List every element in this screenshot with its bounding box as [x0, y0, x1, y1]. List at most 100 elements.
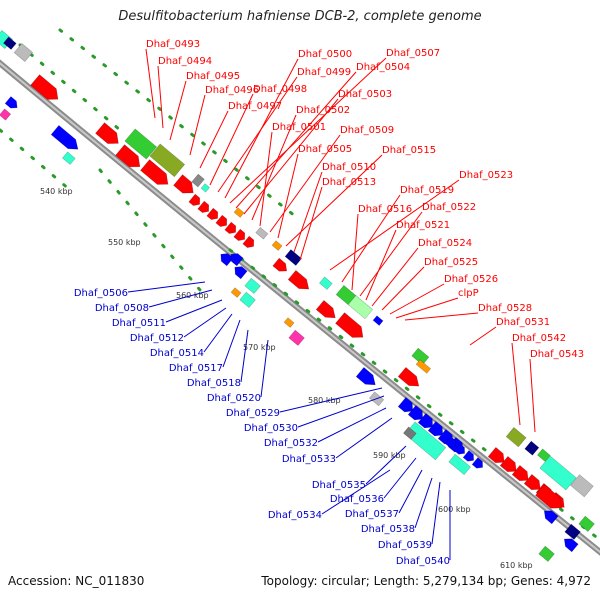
gene-label-dhaf-0507[interactable]: Dhaf_0507 [386, 48, 440, 59]
leader-line [511, 342, 521, 426]
gene-feature [149, 143, 186, 178]
gene-label-dhaf-0528[interactable]: Dhaf_0528 [478, 303, 532, 314]
gene-labels: Dhaf_0493Dhaf_0494Dhaf_0495Dhaf_0496Dhaf… [74, 39, 584, 567]
gene-label-dhaf-0542[interactable]: Dhaf_0542 [512, 333, 566, 344]
leader-line [157, 65, 164, 129]
leader-line [371, 247, 419, 307]
gene-label-dhaf-0512[interactable]: Dhaf_0512 [130, 333, 184, 344]
gene-label-dhaf-0524[interactable]: Dhaf_0524 [418, 238, 472, 249]
gene-label-dhaf-0498[interactable]: Dhaf_0498 [253, 84, 307, 95]
gene-label-dhaf-0508[interactable]: Dhaf_0508 [95, 303, 149, 314]
gene-feature [272, 257, 288, 272]
gene-feature [427, 420, 444, 437]
gene-label-dhaf-0510[interactable]: Dhaf_0510 [322, 162, 376, 173]
gene-label-dhaf-0526[interactable]: Dhaf_0526 [444, 274, 498, 285]
gene-label-dhaf-0501[interactable]: Dhaf_0501 [272, 122, 326, 133]
gene-label-dhaf-0494[interactable]: Dhaf_0494 [158, 56, 212, 67]
gene-label-dhaf-0531[interactable]: Dhaf_0531 [496, 317, 550, 328]
gene-feature [411, 347, 430, 366]
gene-label-dhaf-0500[interactable]: Dhaf_0500 [298, 49, 352, 60]
gene-label-dhaf-0518[interactable]: Dhaf_0518 [187, 378, 241, 389]
gene-label-dhaf-0516[interactable]: Dhaf_0516 [358, 204, 412, 215]
gene-feature [471, 457, 483, 469]
gene-feature [230, 287, 242, 298]
gene-label-dhaf-0521[interactable]: Dhaf_0521 [396, 220, 450, 231]
gene-label-dhaf-0534[interactable]: Dhaf_0534 [268, 510, 322, 521]
gene-label-dhaf-0517[interactable]: Dhaf_0517 [169, 363, 223, 374]
gene-label-dhaf-0514[interactable]: Dhaf_0514 [150, 348, 204, 359]
leader-line [209, 93, 254, 186]
leader-line [381, 266, 425, 311]
leader-line [398, 469, 423, 514]
gene-label-dhaf-0532[interactable]: Dhaf_0532 [264, 438, 318, 449]
gene-label-dhaf-0504[interactable]: Dhaf_0504 [356, 62, 410, 73]
gene-label-dhaf-0533[interactable]: Dhaf_0533 [282, 454, 336, 465]
gene-label-dhaf-0536[interactable]: Dhaf_0536 [330, 494, 384, 505]
gene-label-clpp[interactable]: clpP [458, 288, 479, 299]
gene-feature [319, 276, 333, 290]
gene-feature [0, 108, 12, 121]
gene-label-dhaf-0529[interactable]: Dhaf_0529 [226, 408, 280, 419]
leader-line [359, 211, 423, 297]
gene-feature [315, 299, 336, 319]
leader-line [169, 80, 187, 141]
gene-label-dhaf-0520[interactable]: Dhaf_0520 [207, 393, 261, 404]
gene-feature [535, 484, 562, 509]
leader-line [260, 339, 269, 398]
gene-feature [499, 455, 517, 473]
gene-label-dhaf-0497[interactable]: Dhaf_0497 [228, 101, 282, 112]
gene-feature [578, 515, 595, 532]
leader-line [395, 297, 459, 319]
gene-feature [538, 545, 555, 562]
gene-feature [124, 128, 158, 160]
gene-label-dhaf-0523[interactable]: Dhaf_0523 [459, 170, 513, 181]
gene-feature [3, 36, 17, 50]
gene-label-dhaf-0493[interactable]: Dhaf_0493 [146, 39, 200, 50]
gene-feature [140, 159, 169, 185]
gene-label-dhaf-0509[interactable]: Dhaf_0509 [340, 125, 394, 136]
leader-line [222, 319, 241, 368]
gene-label-dhaf-0538[interactable]: Dhaf_0538 [361, 524, 415, 535]
leader-line [383, 457, 417, 499]
gene-label-dhaf-0505[interactable]: Dhaf_0505 [298, 144, 352, 155]
gene-label-dhaf-0537[interactable]: Dhaf_0537 [345, 509, 399, 520]
gene-label-dhaf-0540[interactable]: Dhaf_0540 [396, 556, 450, 567]
gene-label-dhaf-0543[interactable]: Dhaf_0543 [530, 349, 584, 360]
gene-feature [537, 448, 551, 462]
gene-feature [242, 235, 255, 249]
gene-label-dhaf-0502[interactable]: Dhaf_0502 [296, 105, 350, 116]
gene-label-dhaf-0515[interactable]: Dhaf_0515 [382, 145, 436, 156]
gene-label-dhaf-0525[interactable]: Dhaf_0525 [424, 257, 478, 268]
gene-label-dhaf-0499[interactable]: Dhaf_0499 [297, 67, 351, 78]
leader-line [404, 312, 479, 321]
gene-feature [233, 228, 246, 242]
gene-label-dhaf-0506[interactable]: Dhaf_0506 [74, 288, 128, 299]
leader-line [224, 58, 299, 199]
leader-line [183, 307, 227, 338]
leader-line [341, 194, 401, 283]
leader-line [431, 481, 441, 545]
gene-feature [462, 450, 474, 462]
gene-feature [417, 412, 434, 429]
gene-feature [284, 249, 303, 266]
gene-feature [115, 144, 141, 168]
gene-label-dhaf-0511[interactable]: Dhaf_0511 [112, 318, 166, 329]
gene-label-dhaf-0513[interactable]: Dhaf_0513 [322, 177, 376, 188]
gene-label-dhaf-0539[interactable]: Dhaf_0539 [378, 540, 432, 551]
tick-label: 540 kbp [40, 187, 73, 196]
gene-label-dhaf-0535[interactable]: Dhaf_0535 [312, 480, 366, 491]
gene-label-dhaf-0496[interactable]: Dhaf_0496 [205, 85, 259, 96]
gene-feature [543, 510, 559, 525]
leader-line [279, 387, 383, 413]
gene-label-dhaf-0495[interactable]: Dhaf_0495 [186, 71, 240, 82]
gene-label-dhaf-0530[interactable]: Dhaf_0530 [244, 423, 298, 434]
gene-label-dhaf-0519[interactable]: Dhaf_0519 [400, 185, 454, 196]
gene-feature [230, 253, 244, 267]
leader-line [165, 299, 223, 323]
gene-feature [283, 317, 295, 328]
leader-line [251, 114, 297, 221]
gene-feature [523, 473, 541, 491]
gene-label-dhaf-0522[interactable]: Dhaf_0522 [422, 202, 476, 213]
gene-label-dhaf-0503[interactable]: Dhaf_0503 [338, 89, 392, 100]
accession-text: Accession: NC_011830 [8, 574, 145, 588]
